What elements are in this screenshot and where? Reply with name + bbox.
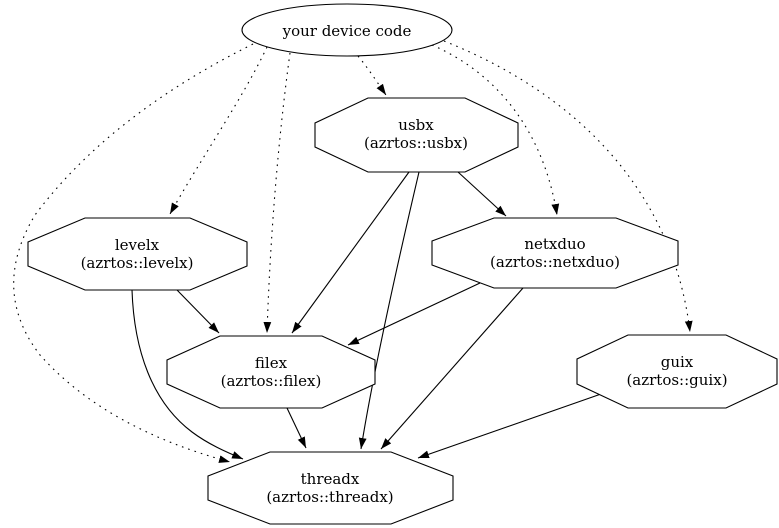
levelx-label: levelx <box>115 236 160 254</box>
threadx-label: threadx <box>301 470 360 488</box>
netxduo-octagon <box>431 217 679 289</box>
node-group: your device code usbx (azrtos::usbx) lev… <box>27 3 778 525</box>
usbx-sublabel: (azrtos::usbx) <box>364 134 468 152</box>
node-levelx: levelx (azrtos::levelx) <box>27 217 248 291</box>
node-device: your device code <box>241 3 453 57</box>
guix-label: guix <box>661 353 694 371</box>
edge-usbx-netxduo <box>457 171 507 217</box>
node-filex: filex (azrtos::filex) <box>166 335 376 409</box>
edge-device-filex <box>263 52 291 334</box>
node-usbx: usbx (azrtos::usbx) <box>314 97 519 173</box>
usbx-octagon <box>314 97 519 173</box>
netxduo-label: netxduo <box>524 235 585 253</box>
edge-device-levelx <box>169 46 268 215</box>
edge-netxduo-filex <box>347 282 481 346</box>
edge-device-usbx <box>357 55 387 96</box>
filex-sublabel: (azrtos::filex) <box>221 372 322 390</box>
device-label: your device code <box>282 22 412 40</box>
threadx-octagon <box>207 451 454 525</box>
node-guix: guix (azrtos::guix) <box>576 334 778 409</box>
levelx-sublabel: (azrtos::levelx) <box>81 254 194 272</box>
edge-group <box>13 40 693 463</box>
edge-guix-threadx <box>417 393 602 459</box>
edge-device-netxduo <box>431 44 560 216</box>
usbx-label: usbx <box>398 116 434 134</box>
netxduo-sublabel: (azrtos::netxduo) <box>490 253 620 271</box>
device-ellipse <box>241 3 453 57</box>
filex-octagon <box>166 335 376 409</box>
edge-device-guix <box>443 40 693 333</box>
threadx-sublabel: (azrtos::threadx) <box>266 488 393 506</box>
levelx-octagon <box>27 217 248 291</box>
edge-levelx-threadx <box>131 289 244 460</box>
node-threadx: threadx (azrtos::threadx) <box>207 451 454 525</box>
node-netxduo: netxduo (azrtos::netxduo) <box>431 217 679 289</box>
guix-sublabel: (azrtos::guix) <box>626 371 727 389</box>
edge-usbx-filex <box>291 171 410 334</box>
guix-octagon <box>576 334 778 409</box>
edge-levelx-filex <box>176 289 220 334</box>
filex-label: filex <box>255 354 288 372</box>
edge-netxduo-threadx <box>380 287 524 450</box>
edge-filex-threadx <box>286 407 307 449</box>
edge-usbx-threadx <box>358 171 420 450</box>
